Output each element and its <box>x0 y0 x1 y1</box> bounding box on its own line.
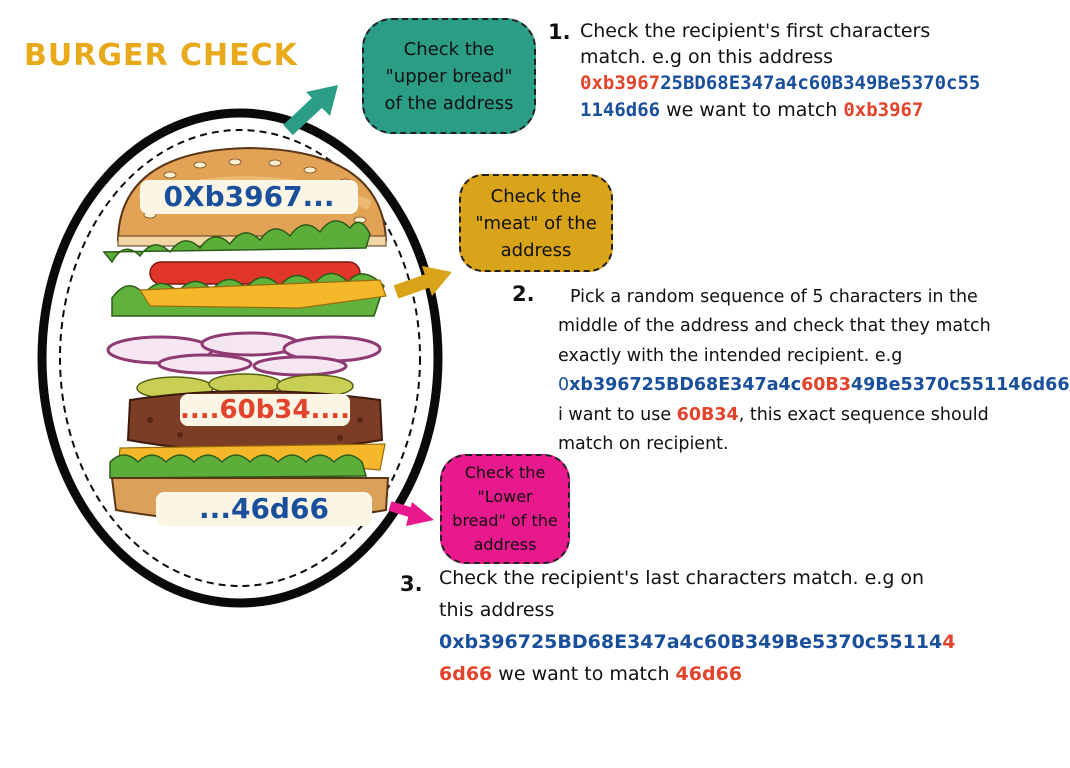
step-3-address-highlight-line2: 6d66 <box>439 662 493 685</box>
step-3-intro: Check the recipient's last characters ma… <box>439 567 925 621</box>
step-2-address-highlight: 60B3 <box>801 375 851 396</box>
step-1-number: 1. <box>548 20 571 44</box>
bubble-lower-bread: Check the "Lower bread" of the address <box>440 454 570 564</box>
step-1-text: Check the recipient's first characters m… <box>580 18 990 123</box>
inner-dashed-oval <box>59 129 421 587</box>
step-1-intro: Check the recipient's first characters m… <box>580 20 931 69</box>
step-3-text: Check the recipient's last characters ma… <box>439 563 959 691</box>
step-2-number: 2. <box>512 282 535 306</box>
outer-oval <box>37 108 443 608</box>
bubble-meat-text: Check the "meat" of the address <box>475 185 597 261</box>
bottom-lettuce <box>109 454 367 479</box>
step-3-address-highlight-inline: 4 <box>942 630 956 653</box>
step-1-after: we want to match <box>660 98 844 121</box>
step-2-after: i want to use <box>558 404 677 425</box>
step-3-after: we want to match <box>492 662 676 685</box>
step-1-address-highlight: 0xb3967 <box>580 72 661 95</box>
top-cheese <box>138 279 387 309</box>
top-lettuce <box>102 220 371 264</box>
step-1-address-rest: 25BD68E347a4c60B349Be5370c551146d66 <box>580 72 981 121</box>
step-2-address-before: xb396725BD68E347a4c <box>569 375 802 396</box>
step-2-text: Pick a random sequence of 5 characters i… <box>558 283 1070 459</box>
burger-label-top: 0Xb3967... <box>140 180 358 214</box>
bubble-meat: Check the "meat" of the address <box>459 174 613 272</box>
page-title: BURGER CHECK <box>24 38 298 73</box>
arrow-to-lower-bubble <box>388 501 434 526</box>
step-2-address-after: 49Be5370c551146d66 <box>850 375 1070 396</box>
step-3-address-before: 0xb396725BD68E347a4c60B349Be5370c55114 <box>439 630 943 653</box>
step-2-target: 60B34 <box>676 404 739 425</box>
step-2-address-start: 0 <box>558 375 570 396</box>
bubble-upper-bread: Check the "upper bread" of the address <box>362 18 536 134</box>
step-1-target: 0xb3967 <box>843 98 924 121</box>
bubble-lower-text: Check the "Lower bread" of the address <box>452 463 558 554</box>
arrow-to-meat-bubble <box>393 266 452 299</box>
burger-label-middle: ....60b34.... <box>180 394 350 426</box>
step-3-target: 46d66 <box>675 662 743 685</box>
step-2-end: , this exact sequence should match on re… <box>558 404 989 454</box>
step-3-number: 3. <box>400 572 423 596</box>
step-2-intro: Pick a random sequence of 5 characters i… <box>558 287 991 366</box>
onion-rings <box>106 331 382 377</box>
bubble-upper-text: Check the "upper bread" of the address <box>384 38 514 114</box>
burger-label-bottom: ...46d66 <box>156 492 372 526</box>
arrow-to-upper-bubble <box>283 85 338 136</box>
